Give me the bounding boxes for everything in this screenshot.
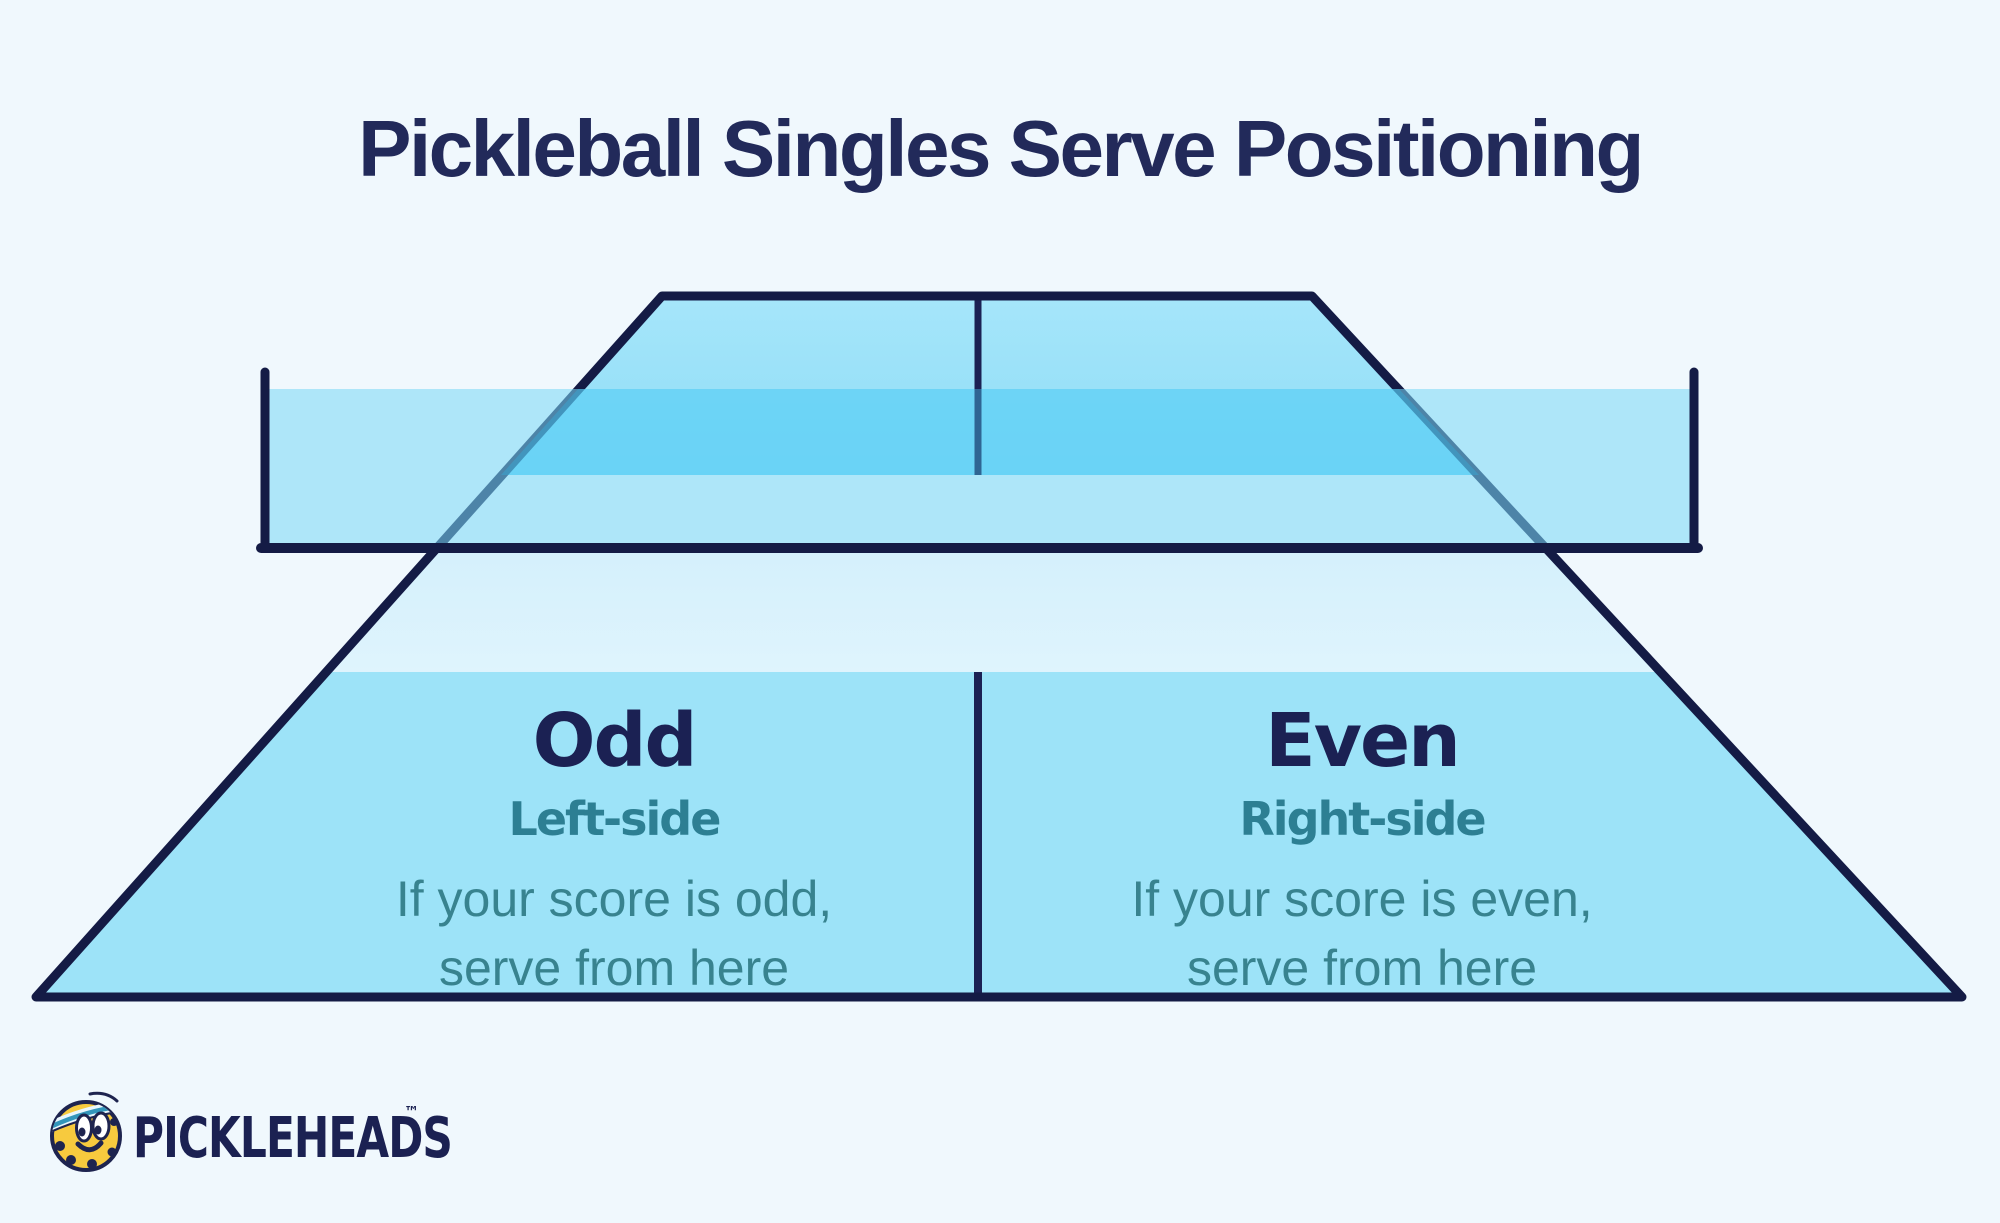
ball-hole-icon <box>107 1147 117 1157</box>
odd-heading: Odd <box>533 698 696 784</box>
mouth-icon <box>75 1140 104 1153</box>
odd-desc-line2: serve from here <box>439 940 789 996</box>
odd-side-label: Left-side <box>509 792 720 846</box>
even-desc-line2: serve from here <box>1187 940 1537 996</box>
ball-hole-icon <box>55 1141 65 1151</box>
even-heading: Even <box>1265 698 1459 784</box>
ball-hole-icon <box>87 1159 97 1169</box>
wordmark: PICKLEHEADS <box>133 1105 452 1170</box>
net-court-overlap-shade <box>501 389 1479 475</box>
right-eye-icon <box>91 1111 111 1141</box>
trademark: ™ <box>404 1103 419 1121</box>
left-eye-icon <box>75 1113 93 1143</box>
ball-hole-icon <box>110 1118 118 1126</box>
left-pupil-icon <box>78 1127 86 1137</box>
odd-desc-line1: If your score is odd, <box>396 871 832 927</box>
pickleheads-logo: PICKLEHEADS ™ <box>50 1091 453 1172</box>
kitchen-area <box>325 549 1662 672</box>
page-title: Pickleball Singles Serve Positioning <box>358 104 1642 193</box>
even-desc-line1: If your score is even, <box>1131 871 1592 927</box>
even-side-label: Right-side <box>1239 792 1484 846</box>
right-pupil-icon <box>94 1125 102 1135</box>
swoosh-icon <box>88 1091 119 1103</box>
net-band <box>265 389 1694 548</box>
ball-hole-icon <box>66 1155 76 1165</box>
near-service-area <box>36 672 1962 997</box>
